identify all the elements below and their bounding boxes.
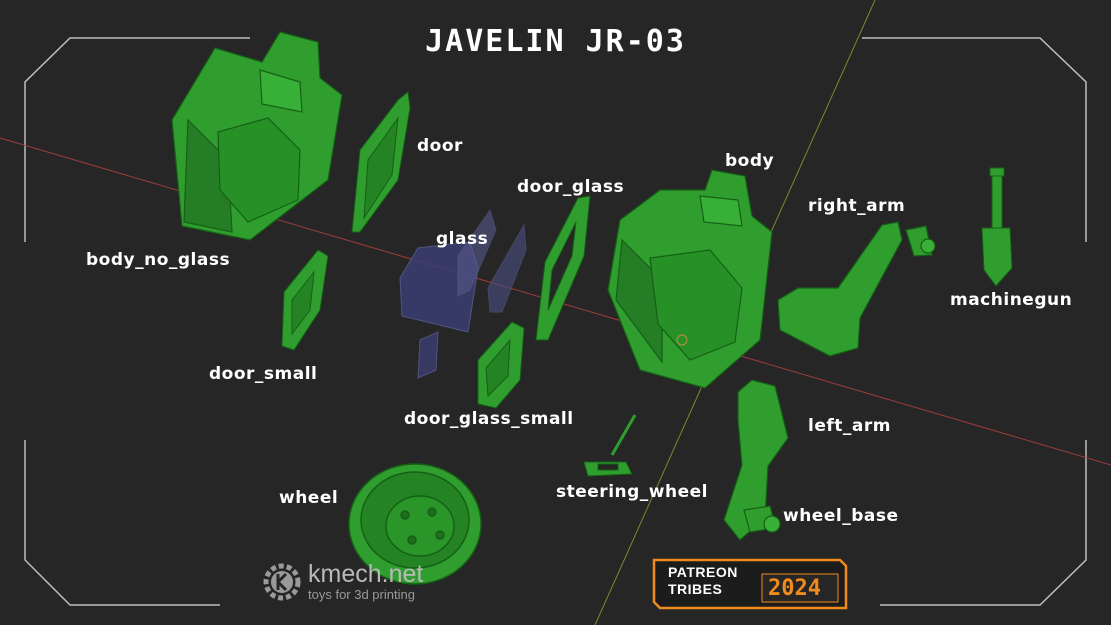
frame-brackets xyxy=(24,37,1087,606)
left-arm-part xyxy=(723,379,789,541)
badge-line-1: PATREON xyxy=(668,564,738,580)
glass-part xyxy=(399,208,527,379)
gear-k-logo-icon xyxy=(263,563,301,601)
label-door-small: door_small xyxy=(209,364,318,384)
brand-watermark: kmech.net toys for 3d printing xyxy=(262,560,502,604)
body-no-glass-part xyxy=(171,31,343,241)
steering-wheel-part xyxy=(583,414,637,477)
door-small-part xyxy=(281,249,329,351)
door-glass-small-part xyxy=(477,321,525,409)
label-right-arm: right_arm xyxy=(808,196,906,216)
label-left-arm: left_arm xyxy=(808,416,891,436)
label-steering-wheel: steering_wheel xyxy=(556,482,708,502)
label-door-glass-small: door_glass_small xyxy=(404,409,574,429)
label-wheel: wheel xyxy=(279,488,339,508)
brand-name: kmech.net xyxy=(308,560,424,588)
brand-tagline: toys for 3d printing xyxy=(308,587,415,602)
body-part xyxy=(607,169,773,389)
label-body-no-glass: body_no_glass xyxy=(86,250,231,270)
badge-year: 2024 xyxy=(768,576,821,601)
door-part xyxy=(351,91,411,233)
label-door: door xyxy=(417,136,463,156)
label-wheel-base: wheel_base xyxy=(783,506,899,526)
label-machinegun: machinegun xyxy=(950,290,1073,310)
label-body: body xyxy=(725,151,775,171)
page-title: JAVELIN JR-03 xyxy=(425,24,686,59)
label-door-glass: door_glass xyxy=(517,177,625,197)
machinegun-part xyxy=(981,167,1013,287)
right-arm-part xyxy=(777,221,936,357)
door-glass-part xyxy=(535,195,591,341)
badge-line-2: TRIBES xyxy=(668,581,723,597)
label-glass: glass xyxy=(436,229,489,249)
badge-frame xyxy=(652,558,848,610)
wheel-part xyxy=(348,463,482,585)
patreon-tribes-badge: PATREON TRIBES 2024 xyxy=(650,556,850,612)
